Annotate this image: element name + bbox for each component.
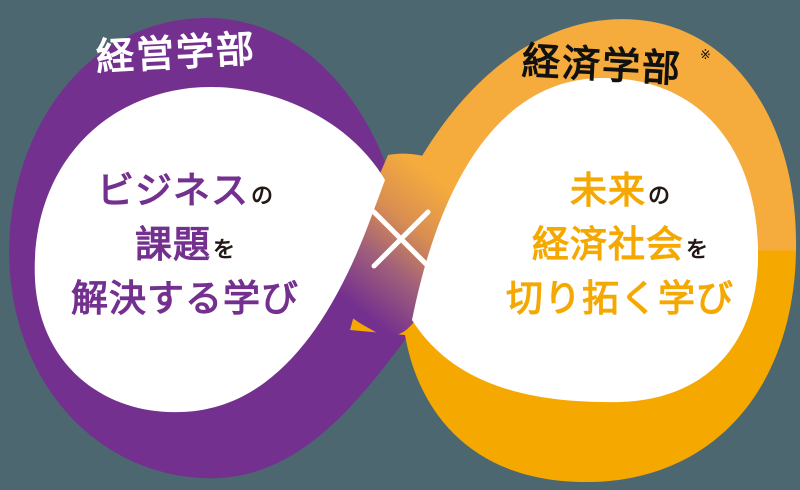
phrase-text: 切り拓く学び — [506, 277, 734, 320]
faculty-label-economics: 経済学部 — [520, 38, 684, 92]
phrase-text: 課題 — [134, 223, 211, 266]
faculty-label-business: 経営学部 — [94, 26, 258, 80]
phrase-particle: を — [685, 238, 708, 263]
economics-phrase-line-1: 未来の — [500, 172, 740, 226]
business-phrase-line-1: ビジネスの — [60, 172, 310, 226]
business-phrase: ビジネスの 課題を 解決する学び — [60, 172, 310, 334]
left-inner-area — [34, 86, 385, 413]
note-mark: ※ — [700, 48, 711, 63]
phrase-particle: を — [212, 238, 235, 263]
phrase-particle: の — [250, 184, 273, 209]
right-inner-area — [412, 77, 759, 403]
multiply-icon — [371, 209, 431, 269]
phrase-text: ビジネス — [96, 169, 249, 212]
business-phrase-line-3: 解決する学び — [60, 280, 310, 334]
phrase-text: 解決する学び — [71, 277, 299, 320]
phrase-particle: の — [647, 184, 670, 209]
phrase-text: 経済社会 — [531, 223, 684, 266]
economics-phrase-line-2: 経済社会を — [500, 226, 740, 280]
economics-phrase-line-3: 切り拓く学び — [500, 280, 740, 334]
phrase-text: 未来 — [569, 169, 646, 212]
business-phrase-line-2: 課題を — [60, 226, 310, 280]
economics-phrase: 未来の 経済社会を 切り拓く学び — [500, 172, 740, 334]
